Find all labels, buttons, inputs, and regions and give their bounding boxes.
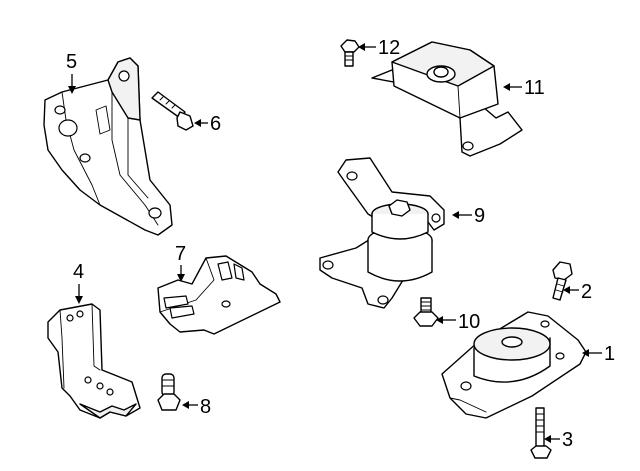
part-6-bolt — [151, 91, 194, 131]
callout-3: 3 — [544, 429, 573, 451]
callout-label-4: 4 — [73, 261, 84, 283]
part-9-engine-mount — [319, 157, 445, 309]
part-8-stud — [157, 373, 181, 411]
callout-7: 7 — [175, 243, 186, 282]
part-12-bolt — [340, 39, 360, 67]
callout-4: 4 — [73, 261, 84, 304]
part-11-upper-mount — [371, 41, 523, 157]
callout-label-3: 3 — [562, 429, 573, 451]
callout-label-9: 9 — [474, 205, 485, 227]
callout-6: 6 — [194, 113, 221, 135]
callout-8: 8 — [182, 396, 211, 418]
callout-9: 9 — [452, 205, 485, 227]
callout-label-10: 10 — [458, 311, 480, 333]
callout-11: 11 — [503, 77, 545, 99]
callout-label-12: 12 — [378, 37, 400, 59]
callout-12: 12 — [358, 37, 400, 59]
part-2-bolt — [552, 261, 573, 301]
callout-label-5: 5 — [66, 51, 77, 73]
part-1-transmission-mount — [441, 311, 587, 419]
part-7-plate — [157, 255, 281, 335]
callout-10: 10 — [436, 311, 480, 333]
callout-label-6: 6 — [210, 113, 221, 135]
callout-label-8: 8 — [200, 396, 211, 418]
callout-label-7: 7 — [175, 243, 186, 265]
callout-label-1: 1 — [604, 343, 615, 365]
part-3-long-bolt — [530, 407, 552, 459]
callout-label-2: 2 — [581, 281, 592, 303]
callout-5: 5 — [66, 51, 77, 94]
callout-label-11: 11 — [524, 77, 545, 99]
part-5-engine-bracket — [43, 57, 173, 236]
part-10-bolt — [413, 297, 439, 327]
callout-1: 1 — [582, 343, 615, 365]
part-4-lower-bracket — [47, 303, 141, 419]
callout-2: 2 — [563, 281, 592, 303]
